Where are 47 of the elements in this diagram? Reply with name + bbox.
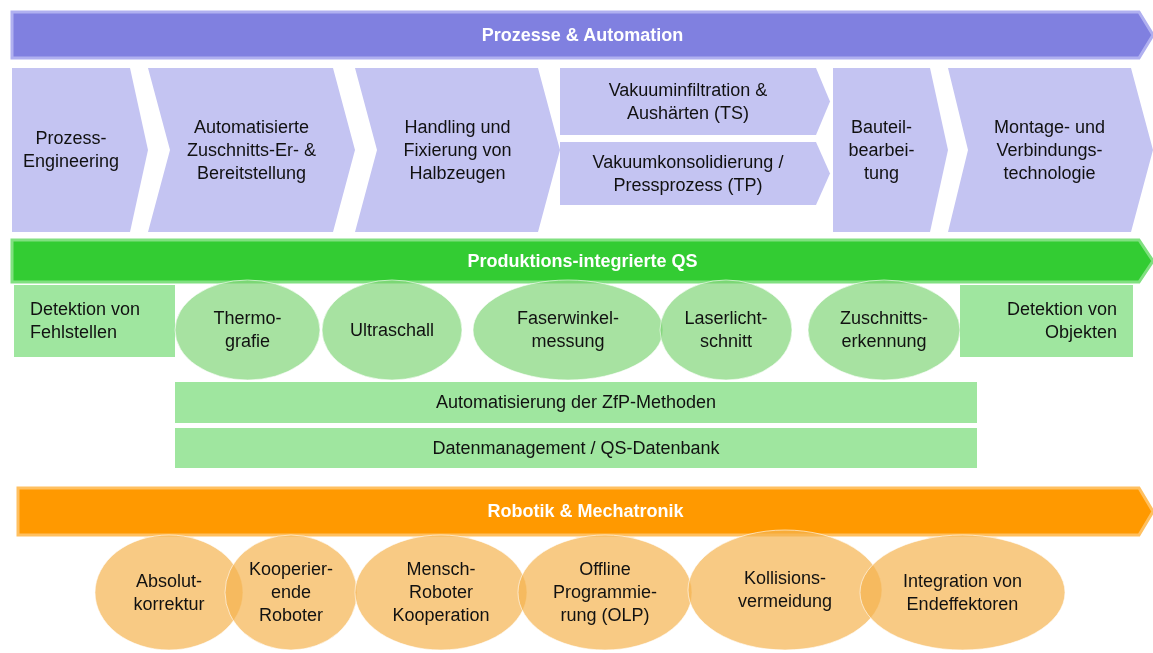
- topic-label: Handling und Fixierung von Halbzeugen: [402, 115, 513, 185]
- topic-label: Mensch- Roboter Kooperation: [391, 558, 491, 627]
- topic-label: Faserwinkel- messung: [516, 307, 620, 353]
- topic-label: Kooperier- ende Roboter: [247, 558, 334, 627]
- method-ellipse: [660, 280, 792, 380]
- topic-label: Ultraschall: [350, 318, 434, 342]
- process-stage-panel: [560, 68, 830, 135]
- topic-label: Prozess- Engineering: [21, 127, 121, 173]
- method-ellipse: [175, 280, 320, 380]
- method-panel: [14, 285, 175, 357]
- qs-banner-arrow: [12, 240, 1153, 282]
- process-stage-panel: [148, 68, 355, 232]
- process-banner-arrow: [12, 12, 1153, 58]
- topic-label: Absolut- korrektur: [132, 569, 206, 616]
- banner-title: Robotik & Mechatronik: [487, 500, 684, 523]
- topic-label: Detektion von Objekten: [1005, 298, 1117, 344]
- topic-label: Montage- und Verbindungs- technologie: [992, 115, 1107, 185]
- topic-label: Laserlicht- schnitt: [683, 307, 769, 353]
- topic-label: Bauteil- bearbei- tung: [847, 115, 916, 185]
- topic-label: Zuschnitts- erkennung: [839, 307, 929, 353]
- process-stage-panel: [12, 68, 148, 232]
- topic-label: Detektion von Fehlstellen: [30, 298, 142, 344]
- topic-label: Automatisierte Zuschnitts-Er- & Bereitstellung: [186, 115, 317, 185]
- topic-label: Kollisions- vermeidung: [736, 567, 834, 613]
- topic-label: Vakuuminfiltration & Aushärten (TS): [607, 78, 769, 125]
- topic-ellipse: [225, 535, 357, 650]
- topic-label: Automatisierung der ZfP-Methoden: [435, 391, 717, 414]
- method-bar: [175, 382, 977, 423]
- method-panel: [960, 285, 1133, 357]
- method-ellipse: [473, 280, 663, 380]
- method-ellipse: [808, 280, 960, 380]
- banner-title: Prozesse & Automation: [481, 23, 684, 47]
- method-ellipse: [322, 280, 462, 380]
- process-stage-panel: [560, 142, 830, 205]
- process-stage-panel: [355, 68, 560, 232]
- topic-label: Integration von Endeffektoren: [901, 569, 1024, 616]
- topic-label: Thermo- grafie: [212, 307, 283, 353]
- topic-ellipse: [518, 535, 692, 650]
- robotics-banner-arrow: [18, 488, 1153, 535]
- topic-label: Offline Programmie- rung (OLP): [552, 558, 658, 627]
- method-bar: [175, 428, 977, 468]
- topic-label: Datenmanagement / QS-Datenbank: [432, 436, 720, 460]
- banner-title: Produktions-integrierte QS: [467, 249, 698, 273]
- topic-ellipse: [860, 535, 1065, 650]
- process-stage-panel: [833, 68, 948, 232]
- process-stage-panel: [948, 68, 1153, 232]
- topic-label: Vakuumkonsolidierung / Pressprozess (TP): [591, 150, 785, 197]
